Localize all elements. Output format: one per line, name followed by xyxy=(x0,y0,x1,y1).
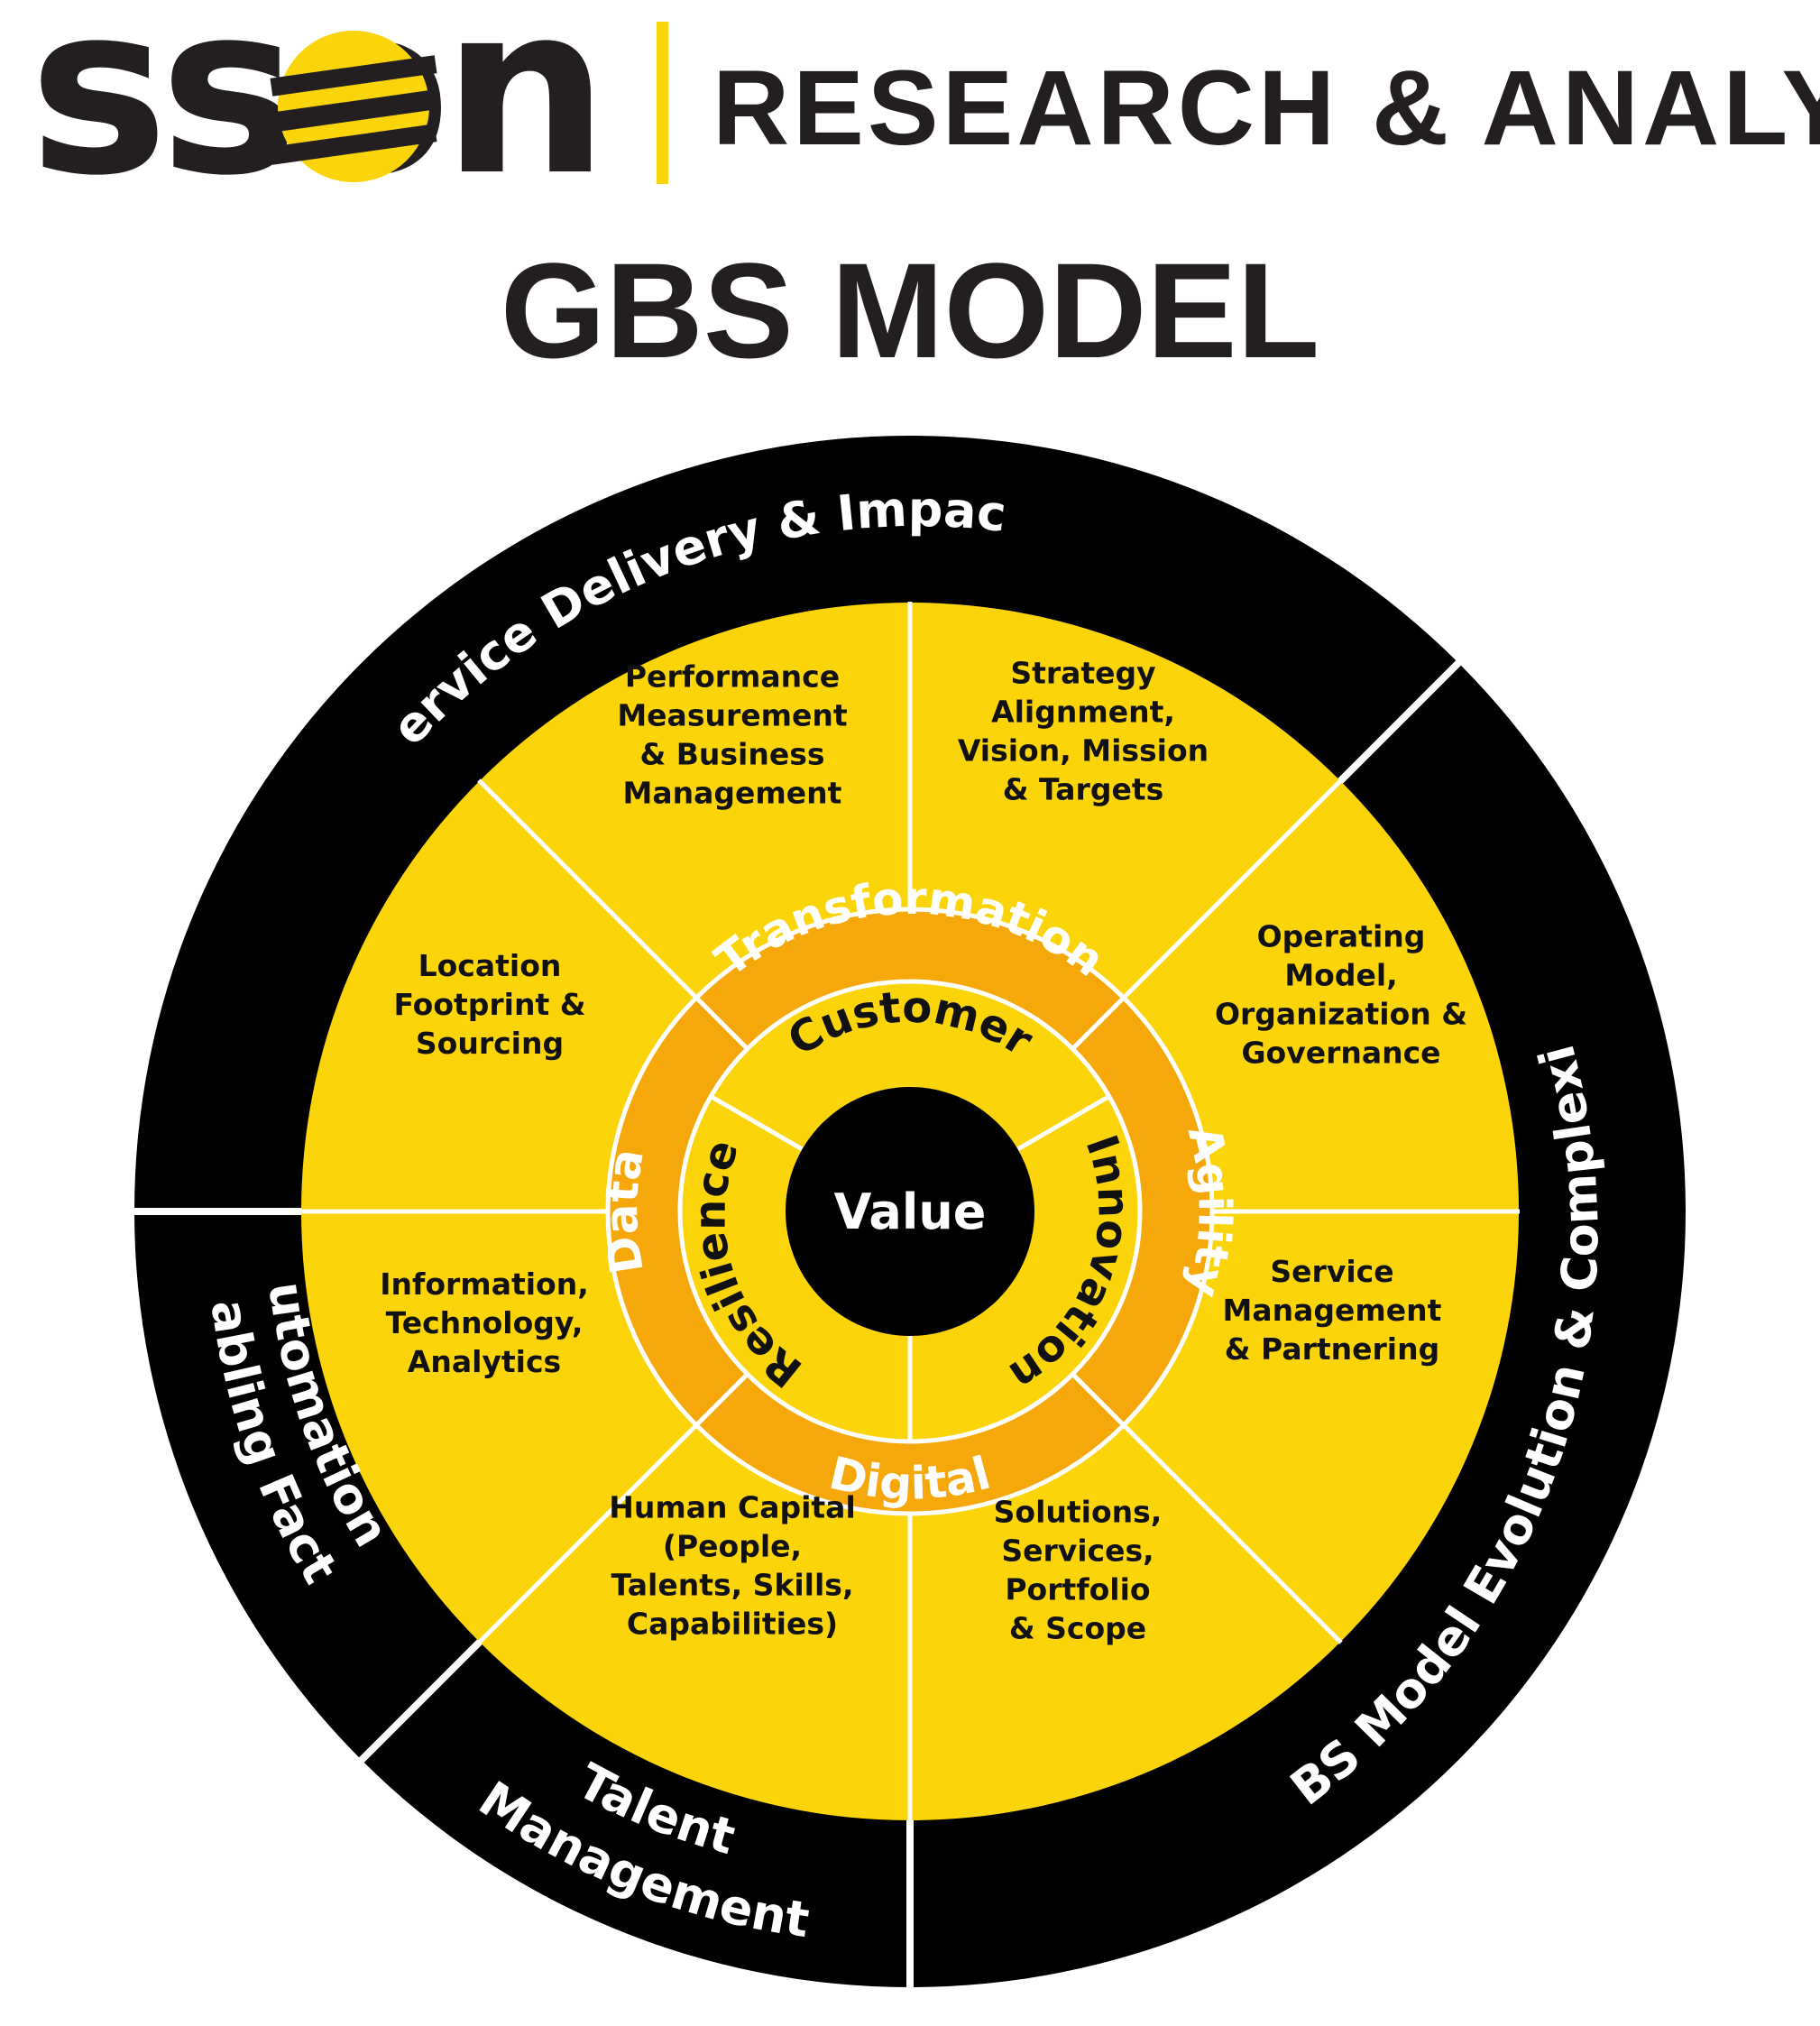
segment-label: Human Capital (People, Talents, Skills, Cap… xyxy=(609,1490,856,1642)
header-subtitle: RESEARCH & ANALYTICS xyxy=(712,49,1820,168)
segment-label-line: Footprint & xyxy=(393,987,585,1022)
segment-divider xyxy=(1122,1423,1343,1644)
segment-divider xyxy=(1122,778,1343,999)
segment-label-line: Model, xyxy=(1284,958,1397,993)
segment-label-line: & Partnering xyxy=(1225,1331,1439,1367)
segment-label-line: Operating xyxy=(1257,919,1426,954)
segment-label-line: Vision, Mission xyxy=(958,733,1209,769)
segment-label-line: Talents, Skills, xyxy=(611,1568,854,1603)
segment-label-line: Solutions, xyxy=(994,1495,1163,1530)
segment-label-line: Information, xyxy=(380,1266,589,1302)
segment-label-line: & Targets xyxy=(1003,772,1164,807)
outer-ring-dividers xyxy=(129,656,1466,1993)
segment-divider xyxy=(477,1423,698,1644)
header: sson RESEARCH & ANALYTICS xyxy=(29,0,1820,227)
segment-dividers xyxy=(300,602,1520,1821)
segment-divider xyxy=(477,778,698,999)
center-circle xyxy=(786,1087,1034,1336)
orange-divider xyxy=(694,1372,749,1428)
segment-label-line: Service xyxy=(1270,1254,1393,1289)
globe-logo-icon xyxy=(270,31,437,182)
segment-label-line: Governance xyxy=(1241,1036,1440,1071)
segment-label-line: & Business xyxy=(639,737,824,772)
segment-label-line: Alignment, xyxy=(991,695,1175,730)
segment-label-line: Strategy xyxy=(1010,656,1155,691)
segment-label-line: Human Capital xyxy=(609,1490,856,1525)
sson-logo: sson xyxy=(29,0,609,227)
segment-label-line: Services, xyxy=(1001,1533,1154,1569)
segment-label: Information,Technology, Analytics xyxy=(380,1266,589,1379)
orange-label-data: Data xyxy=(595,1145,654,1277)
segment-label-line: Sourcing xyxy=(416,1026,564,1061)
page-title: GBS MODEL xyxy=(501,235,1319,386)
segment-label-line: Measurement xyxy=(617,698,848,733)
segment-label-line: Organization & xyxy=(1215,997,1467,1032)
segment-label-line: Management xyxy=(1223,1293,1442,1328)
inner-divider xyxy=(1016,1093,1111,1152)
segment-label-line: Location xyxy=(418,948,562,983)
center-label-value: Value xyxy=(834,1183,987,1240)
segment-label: Solutions,Services,Portfolio & Scope xyxy=(994,1495,1163,1646)
segment-label-line: Technology, xyxy=(386,1305,584,1340)
header-divider xyxy=(657,22,668,184)
segment-label-line: Management xyxy=(623,776,842,811)
orange-divider xyxy=(1071,995,1126,1051)
segment-label-line: & Scope xyxy=(1009,1611,1146,1646)
orange-divider xyxy=(1071,1372,1126,1428)
inner-divider xyxy=(709,1093,804,1152)
segment-label-line: (People, xyxy=(663,1529,802,1564)
segment-label-line: Capabilities) xyxy=(627,1607,838,1642)
orange-divider xyxy=(694,995,749,1051)
orange-ring-dividers xyxy=(694,995,1126,1428)
segment-label-line: Portfolio xyxy=(1005,1572,1150,1607)
inner-ring-dividers xyxy=(709,1093,1111,1442)
outer-divider xyxy=(354,1637,484,1767)
segment-label-line: Performance xyxy=(625,659,840,695)
segment-label-line: Analytics xyxy=(408,1344,561,1379)
outer-divider xyxy=(1336,656,1466,786)
